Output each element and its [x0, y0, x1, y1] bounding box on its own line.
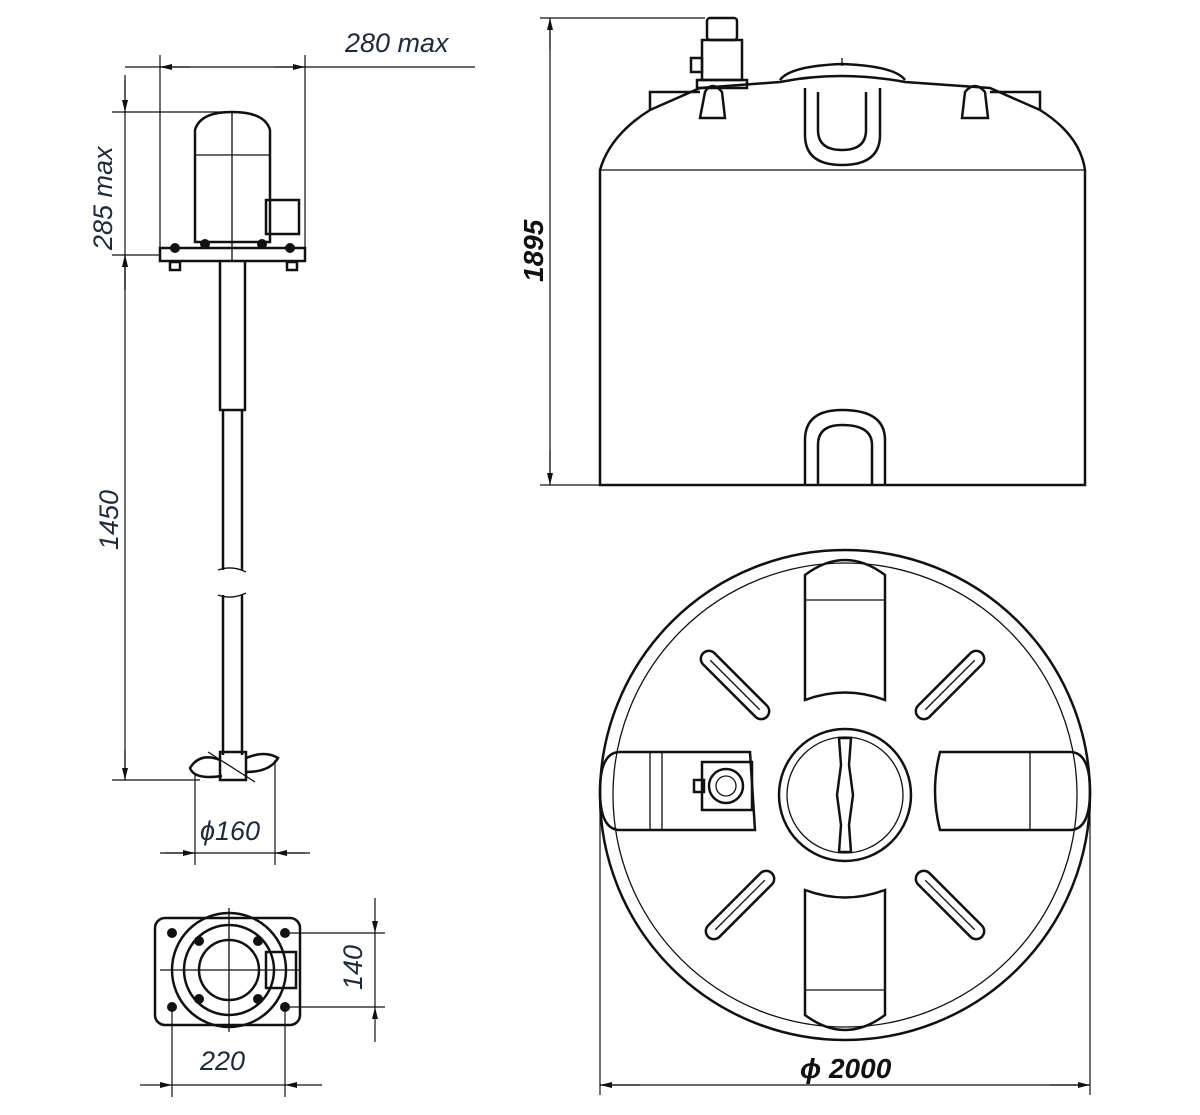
top-view-mixer-flange [692, 760, 754, 812]
tank-top-handle [803, 88, 882, 167]
dimension-label-1450: 1450 [94, 490, 124, 550]
dimension-label-phi-2000: ϕ 2000 [800, 1053, 892, 1084]
tank-handles [598, 558, 1092, 1032]
mixer-motor [158, 110, 307, 272]
tank-top-view: ϕ 2000 [598, 548, 1092, 1095]
tank-mixer-motor [689, 16, 749, 90]
dimension-1895: 1895 [518, 17, 705, 486]
tank-bottom-handle [803, 408, 887, 485]
dimension-140: 140 [285, 898, 385, 1042]
dimension-label-1895: 1895 [518, 219, 549, 282]
tank-manhole [777, 727, 913, 863]
dimension-280: 280 max [125, 28, 475, 248]
dimension-label-285-max: 285 max [88, 145, 118, 251]
tank-side-view: 1895 [518, 16, 1087, 487]
dimension-label-220: 220 [199, 1046, 245, 1076]
dimension-220: 220 [140, 1007, 322, 1097]
dimension-2000: ϕ 2000 [599, 795, 1091, 1095]
dimension-1450: 1450 [94, 255, 200, 781]
dimension-label-280-max: 280 max [344, 28, 450, 58]
tank-lid [778, 58, 907, 81]
dimension-label-phi-160: ϕ160 [200, 816, 260, 846]
dimension-label-140: 140 [338, 945, 368, 990]
mixer-impeller [188, 750, 280, 783]
mixer-mount-plate-view: 140 220 [140, 898, 385, 1097]
dimension-285: 285 max [88, 75, 232, 780]
mixer-side-view: 280 max 285 max 1450 ϕ160 [88, 28, 475, 865]
mixer-shaft [217, 262, 247, 755]
dimension-160: ϕ160 [160, 760, 310, 865]
tank-slots [699, 649, 986, 941]
